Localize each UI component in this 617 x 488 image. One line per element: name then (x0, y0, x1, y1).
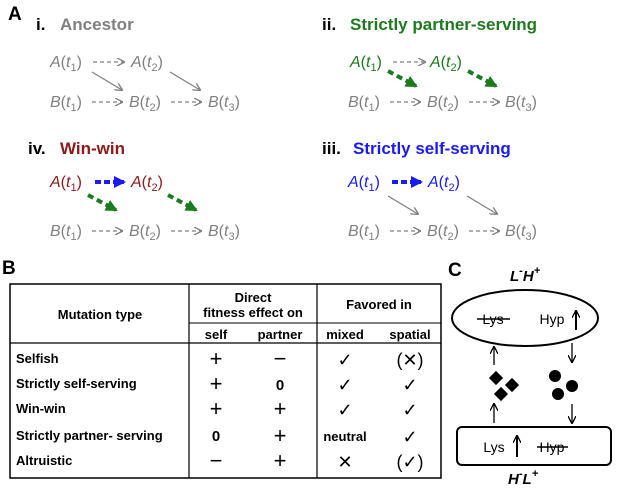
subpanel-i-title: Ancestor (60, 15, 134, 34)
node-A-t1: A(t1) (347, 174, 380, 194)
node-B-t3: B(t3) (505, 223, 537, 243)
subpanel-i-number: i. (36, 15, 45, 34)
table-row: Strictly partner- serving 0 + neutral ✓ (16, 423, 418, 448)
subpanel-iii-number: iii. (322, 139, 341, 158)
row-spatial: ✓ (402, 400, 417, 420)
table-row: Strictly self-serving + 0 ✓ ✓ (16, 371, 418, 396)
row-mixed: ✕ (337, 452, 352, 472)
header-spatial: spatial (389, 327, 430, 342)
node-A-t2: A(t2) (427, 174, 460, 194)
table-row: Altruistic − + ✕ (✓) (16, 448, 424, 473)
node-A-t2: A(t2) (130, 54, 163, 74)
row-partner-effect: + (274, 423, 287, 448)
table-border (9, 283, 442, 479)
hypoxanthine-molecule (549, 370, 561, 382)
row-partner-effect: − (274, 346, 287, 371)
header-fitness-effect: fitness effect on (203, 305, 303, 320)
subpanel-iv-title: Win-win (60, 139, 125, 158)
node-B-t2: B(t2) (129, 223, 161, 243)
lys-bottom-label: Lys (483, 439, 504, 455)
row-spatial: ✓ (402, 375, 417, 395)
arrow-A1-B2-strong (387, 69, 418, 88)
arrow-A1-B2 (91, 71, 122, 90)
node-B-t1: B(t1) (348, 223, 380, 243)
row-mixed: ✓ (337, 400, 352, 420)
top-genotype-label: L-H+ (510, 265, 541, 285)
row-spatial: (✓) (396, 452, 423, 472)
node-B-t2: B(t2) (129, 94, 161, 114)
row-type: Strictly self-serving (16, 376, 137, 391)
row-type: Selfish (16, 351, 59, 366)
row-partner-effect: + (274, 396, 287, 421)
node-A-t1: A(t1) (349, 54, 382, 74)
arrow-A2-B3-strong (167, 193, 198, 212)
table-row: Selfish + − ✓ (✕) (16, 346, 424, 371)
subpanel-strictly-partner-serving: ii. Strictly partner-serving A(t1) A(t2)… (322, 15, 537, 114)
bottom-strain-box (456, 426, 612, 466)
bottom-genotype-label: H-L+ (508, 468, 539, 488)
row-mixed: ✓ (337, 350, 352, 370)
subpanel-ii-title: Strictly partner-serving (350, 15, 537, 34)
subpanel-win-win: iv. Win-win A(t1) A(t2) B(t1) B(t2) B(t3… (28, 139, 240, 243)
row-spatial: (✕) (396, 350, 423, 370)
node-A-t1: A(t1) (49, 174, 82, 194)
row-self-effect: 0 (212, 428, 220, 445)
header-mixed: mixed (326, 327, 364, 342)
lysine-molecule (493, 386, 509, 402)
hyp-top-label: Hyp (540, 311, 565, 327)
arrow-A1-B2-strong (87, 193, 118, 212)
header-self: self (205, 327, 228, 342)
row-type: Win-win (16, 401, 66, 416)
node-A-t2: A(t2) (130, 174, 163, 194)
table-row: Win-win + + ✓ ✓ (16, 396, 418, 421)
arrow-A2-B3-strong (467, 69, 498, 88)
node-B-t1: B(t1) (50, 94, 82, 114)
row-partner-effect: + (274, 448, 287, 473)
arrow-A2-B3 (169, 71, 200, 90)
row-spatial: ✓ (402, 427, 417, 447)
node-A-t1: A(t1) (49, 54, 82, 74)
lysine-molecule (504, 377, 520, 393)
hypoxanthine-molecule (566, 380, 578, 392)
node-B-t3: B(t3) (505, 94, 537, 114)
node-B-t1: B(t1) (348, 94, 380, 114)
subpanel-ii-number: ii. (322, 15, 336, 34)
panel-c-letter: C (448, 260, 462, 281)
row-type: Strictly partner- serving (16, 428, 163, 443)
panel-b-letter: B (2, 258, 16, 279)
lysine-molecule (488, 370, 504, 386)
row-self-effect: − (210, 448, 223, 473)
header-direct: Direct (235, 290, 273, 305)
row-self-effect: + (210, 396, 223, 421)
hypoxanthine-molecule (552, 388, 564, 400)
subpanel-iv-number: iv. (28, 139, 46, 158)
subpanel-strictly-self-serving: iii. Strictly self-serving A(t1) A(t2) B… (322, 139, 537, 243)
header-favored-in: Favored in (346, 297, 412, 312)
mutation-table: Mutation type Direct fitness effect on F… (9, 283, 442, 479)
header-partner: partner (258, 327, 303, 342)
subpanel-iii-title: Strictly self-serving (353, 139, 511, 158)
header-mutation-type: Mutation type (58, 307, 143, 322)
node-B-t1: B(t1) (50, 223, 82, 243)
row-mixed: neutral (323, 429, 366, 444)
node-B-t3: B(t3) (208, 94, 240, 114)
row-partner-effect: 0 (276, 377, 284, 394)
node-B-t2: B(t2) (427, 94, 459, 114)
arrow-A1-B2 (387, 195, 418, 214)
row-self-effect: + (210, 371, 223, 396)
row-mixed: ✓ (337, 375, 352, 395)
panel-c-diagram: L-H+ Lys Hyp Lys Hyp H-L+ (451, 265, 612, 488)
subpanel-ancestor: i. Ancestor A(t1) A(t2) B(t1) B(t2) B(t3… (36, 15, 240, 114)
top-strain-ellipse (451, 289, 599, 347)
node-B-t3: B(t3) (208, 223, 240, 243)
arrow-A2-B3 (466, 195, 497, 214)
panel-a-letter: A (8, 4, 22, 25)
row-self-effect: + (210, 346, 223, 371)
node-B-t2: B(t2) (427, 223, 459, 243)
row-type: Altruistic (16, 453, 72, 468)
node-A-t2: A(t2) (429, 54, 462, 74)
